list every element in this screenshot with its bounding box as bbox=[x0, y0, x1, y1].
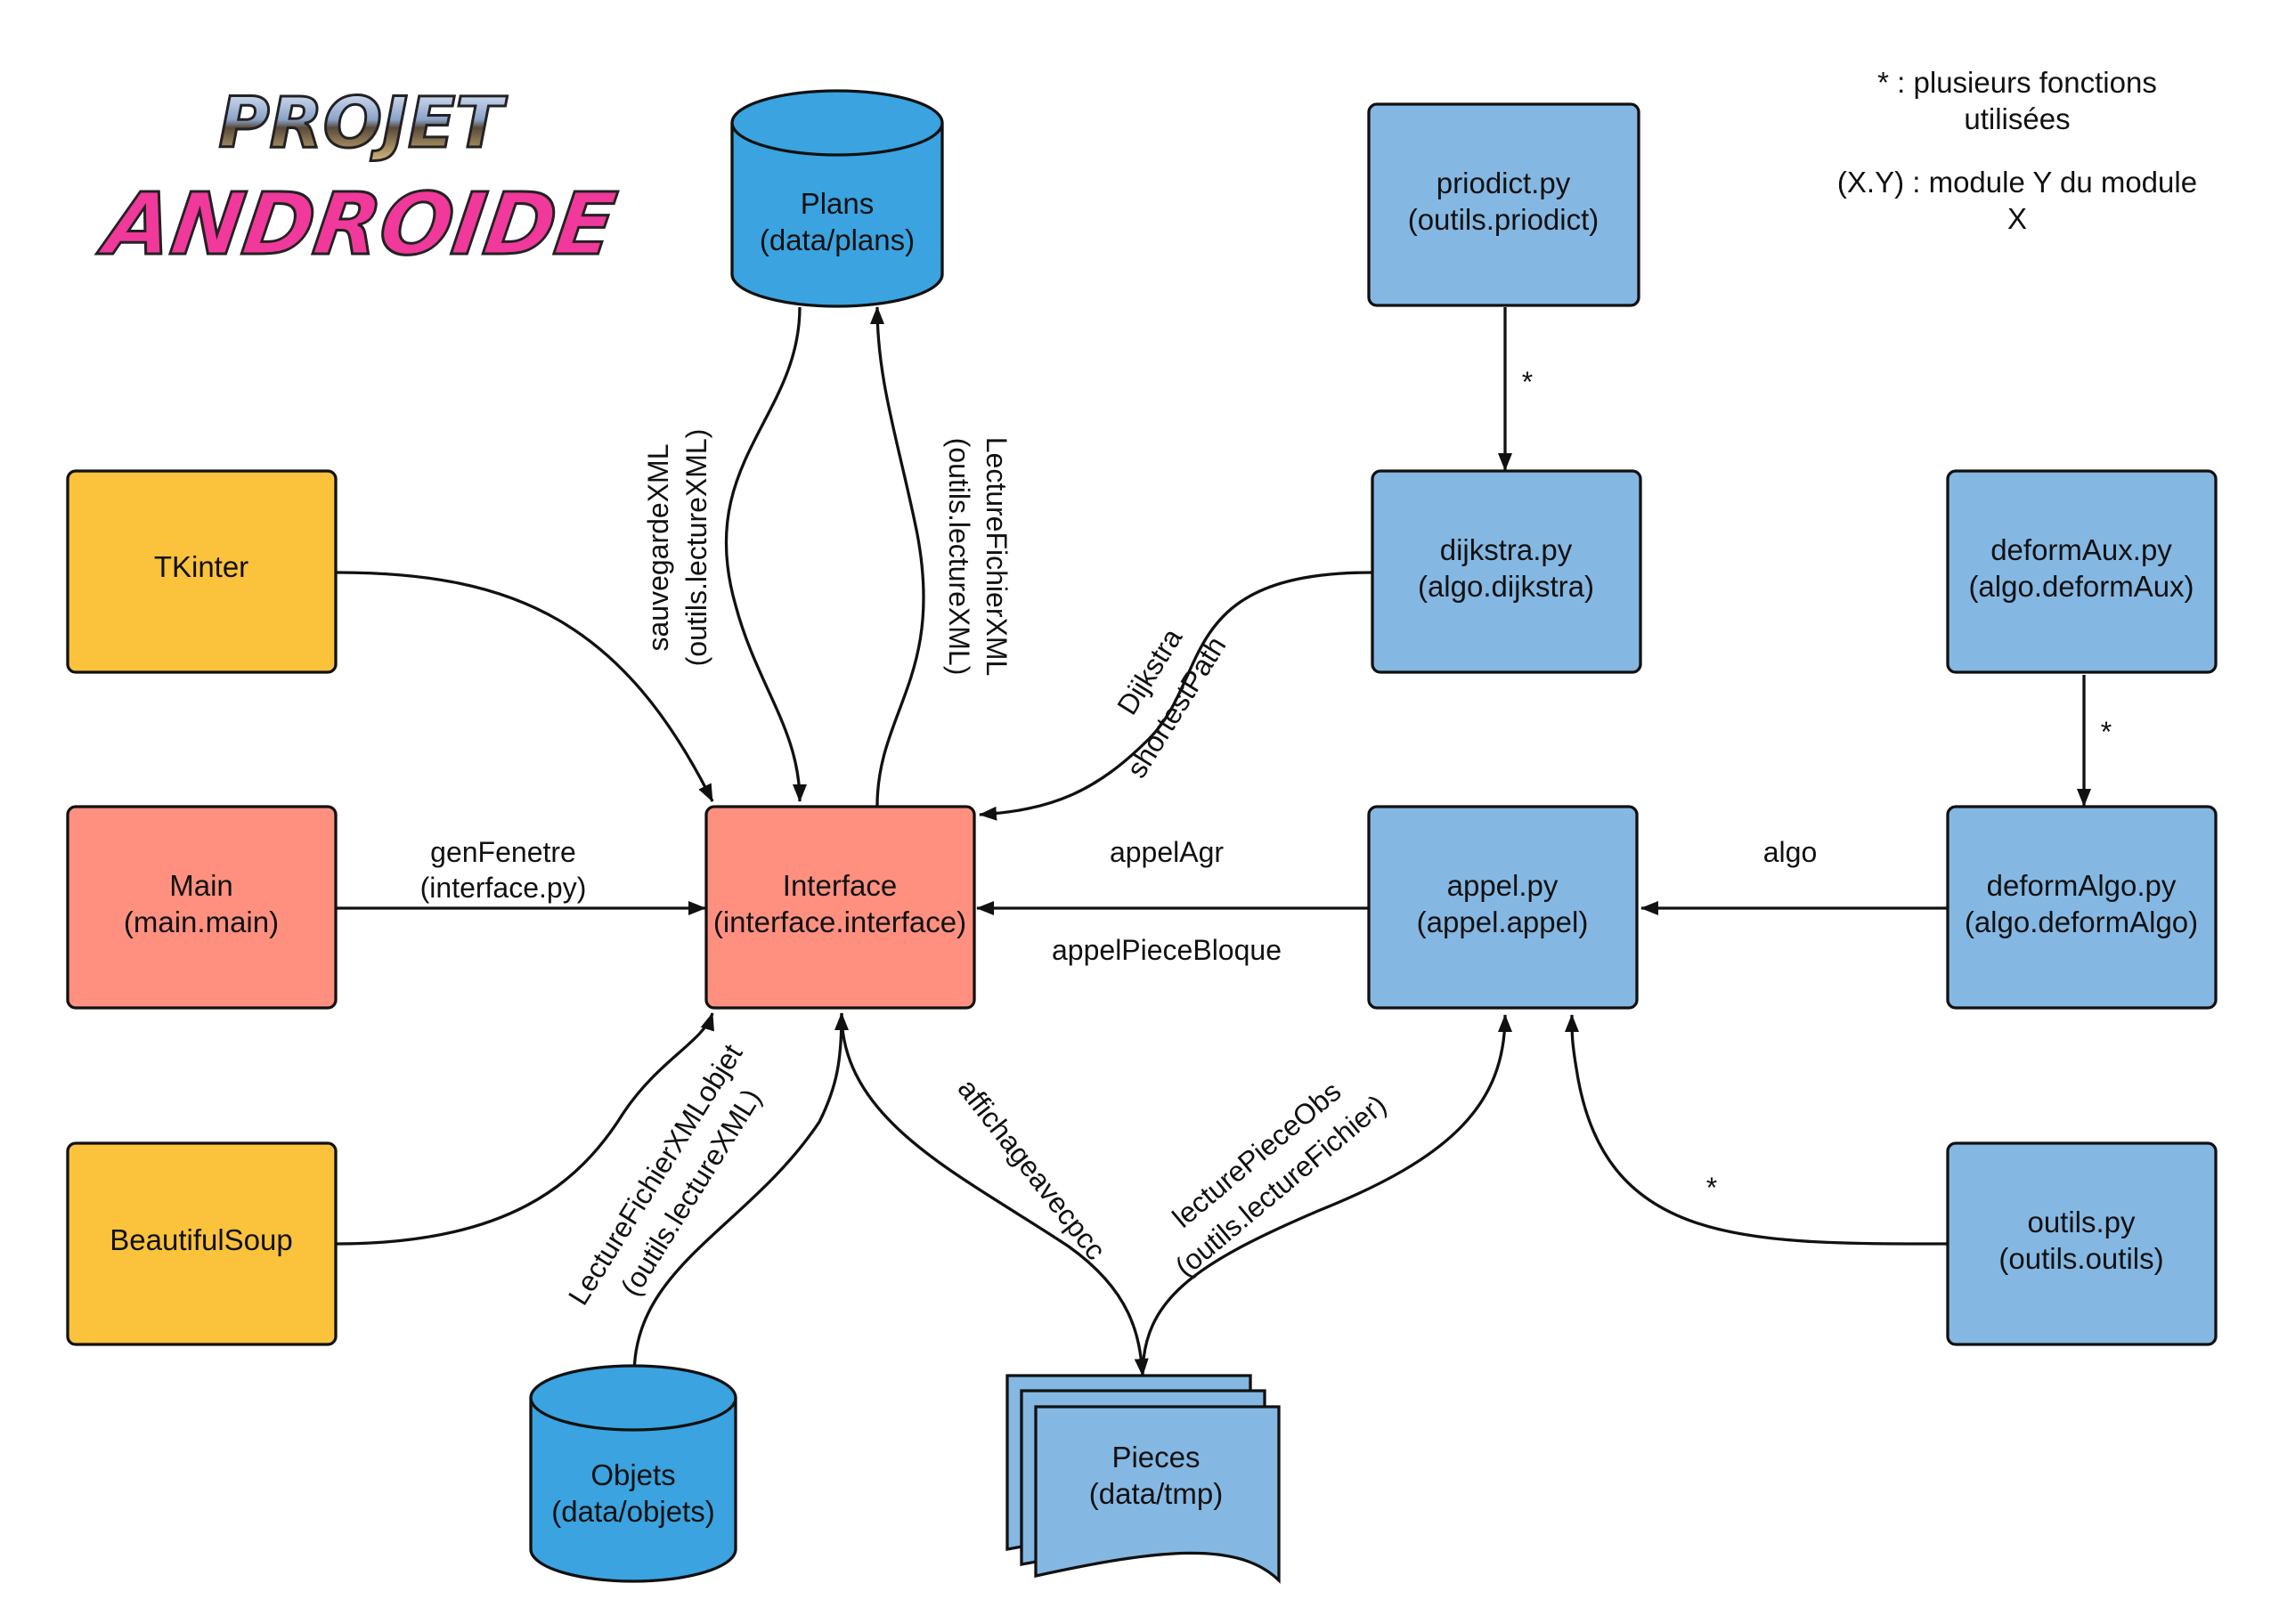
outils-box bbox=[1946, 1141, 2218, 1346]
appel-box bbox=[1367, 805, 1639, 1010]
deformalgo-module: (algo.deformAlgo) bbox=[1965, 905, 2198, 938]
label-genfenetre: genFenetre bbox=[430, 836, 576, 868]
edge-interface-to-plans bbox=[870, 306, 925, 807]
edges bbox=[336, 306, 2091, 1376]
label-priodict-star: * bbox=[1522, 366, 1533, 398]
tkinter-title: TKinter bbox=[154, 550, 248, 583]
edge-interface-to-pieces bbox=[840, 1012, 1149, 1376]
main-title: Main bbox=[169, 869, 233, 902]
appel-module: (appel.appel) bbox=[1417, 905, 1589, 938]
appel-title: appel.py bbox=[1447, 869, 1559, 902]
node-tkinter[interactable]: TKinter bbox=[66, 469, 338, 674]
pieces-path: (data/tmp) bbox=[1089, 1477, 1223, 1510]
legend-line-4: X bbox=[2007, 202, 2027, 235]
node-beautifulsoup[interactable]: BeautifulSoup bbox=[66, 1141, 338, 1346]
edge-tkinter-to-interface bbox=[336, 571, 714, 802]
edge-objets-to-interface bbox=[632, 1012, 849, 1376]
node-objets[interactable]: Objets (data/objets) bbox=[529, 1364, 737, 1583]
logo-projet-text: PROJET bbox=[218, 84, 508, 164]
outils-title: outils.py bbox=[2027, 1206, 2136, 1238]
node-pieces[interactable]: Pieces (data/tmp) bbox=[1005, 1374, 1281, 1584]
label-appelagr: appelAgr bbox=[1110, 836, 1224, 868]
priodict-title: priodict.py bbox=[1437, 166, 1571, 199]
plans-cylinder-shape bbox=[730, 123, 944, 308]
pieces-document-front bbox=[1034, 1405, 1281, 1584]
label-appelpiecebloque: appelPieceBloque bbox=[1052, 934, 1282, 966]
objets-title: Objets bbox=[590, 1458, 675, 1491]
beautifulsoup-title: BeautifulSoup bbox=[110, 1223, 293, 1256]
node-priodict[interactable]: priodict.py (outils.priodict) bbox=[1367, 102, 1640, 307]
node-main[interactable]: Main (main.main) bbox=[66, 805, 338, 1010]
node-appel[interactable]: appel.py (appel.appel) bbox=[1367, 805, 1639, 1010]
label-affichageavecpcc: affichageavecpcc bbox=[952, 1073, 1112, 1266]
label-deformaux-star: * bbox=[2101, 716, 2112, 748]
edge-plans-to-interface bbox=[724, 306, 807, 802]
edge-labels: sauvegardeXML (outils.lectureXML) Lectur… bbox=[420, 366, 2112, 1311]
dijkstra-box bbox=[1371, 469, 1642, 674]
legend: * : plusieurs fonctions utilisées (X.Y) … bbox=[1837, 66, 2197, 235]
legend-line-3: (X.Y) : module Y du module bbox=[1837, 166, 2197, 199]
edge-outils-to-appel bbox=[1565, 1014, 1951, 1246]
label-algo: algo bbox=[1763, 836, 1818, 868]
label-outils-star: * bbox=[1706, 1172, 1717, 1204]
objets-cylinder-top bbox=[529, 1364, 737, 1432]
node-interface[interactable]: Interface (interface.interface) bbox=[704, 805, 976, 1010]
edge-beautifulsoup-to-interface bbox=[336, 1012, 714, 1246]
projet-androide-logo: PROJET ANDROIDE bbox=[92, 83, 623, 276]
node-deformaux[interactable]: deformAux.py (algo.deformAux) bbox=[1946, 469, 2218, 674]
edge-dijkstra-to-interface bbox=[979, 571, 1372, 821]
main-module: (main.main) bbox=[124, 905, 279, 938]
priodict-module: (outils.priodict) bbox=[1408, 203, 1599, 236]
beautifulsoup-box bbox=[66, 1141, 338, 1346]
label-lecturefichierxml: LectureFichierXML bbox=[981, 437, 1013, 677]
plans-cylinder-top bbox=[730, 89, 944, 157]
interface-box bbox=[704, 805, 976, 1010]
objets-path: (data/objets) bbox=[551, 1495, 714, 1528]
tkinter-box bbox=[66, 469, 338, 674]
node-dijkstra[interactable]: dijkstra.py (algo.dijkstra) bbox=[1371, 469, 1642, 674]
objets-cylinder-shape bbox=[529, 1398, 737, 1583]
legend-line-2: utilisées bbox=[1964, 102, 2070, 135]
label-sauvegardexml-module: (outils.lectureXML) bbox=[680, 429, 712, 667]
edge-pieces-to-appel bbox=[1141, 1014, 1512, 1376]
plans-title: Plans bbox=[801, 187, 875, 220]
deformalgo-title: deformAlgo.py bbox=[1987, 869, 2177, 902]
dijkstra-title: dijkstra.py bbox=[1440, 533, 1573, 566]
node-plans[interactable]: Plans (data/plans) bbox=[730, 89, 944, 308]
outils-module: (outils.outils) bbox=[1998, 1242, 2163, 1275]
label-lecturefichierxml-module: (outils.lectureXML) bbox=[943, 438, 975, 676]
label-genfenetre-module: (interface.py) bbox=[420, 872, 587, 904]
deformalgo-box bbox=[1946, 805, 2218, 1010]
interface-title: Interface bbox=[783, 869, 897, 902]
deformaux-module: (algo.deformAux) bbox=[1968, 570, 2194, 603]
main-box bbox=[66, 805, 338, 1010]
label-sauvegardexml: sauvegardeXML bbox=[642, 443, 674, 651]
priodict-box bbox=[1367, 102, 1640, 307]
logo-androide-text: ANDROIDE bbox=[93, 174, 622, 273]
dijkstra-module: (algo.dijkstra) bbox=[1418, 570, 1594, 603]
node-outils[interactable]: outils.py (outils.outils) bbox=[1946, 1141, 2218, 1346]
interface-module: (interface.interface) bbox=[713, 905, 966, 938]
deformaux-title: deformAux.py bbox=[1990, 533, 2172, 566]
pieces-title: Pieces bbox=[1111, 1441, 1200, 1474]
legend-line-1: * : plusieurs fonctions bbox=[1877, 66, 2157, 99]
node-deformalgo[interactable]: deformAlgo.py (algo.deformAlgo) bbox=[1946, 805, 2218, 1010]
plans-path: (data/plans) bbox=[760, 223, 915, 256]
deformaux-box bbox=[1946, 469, 2218, 674]
